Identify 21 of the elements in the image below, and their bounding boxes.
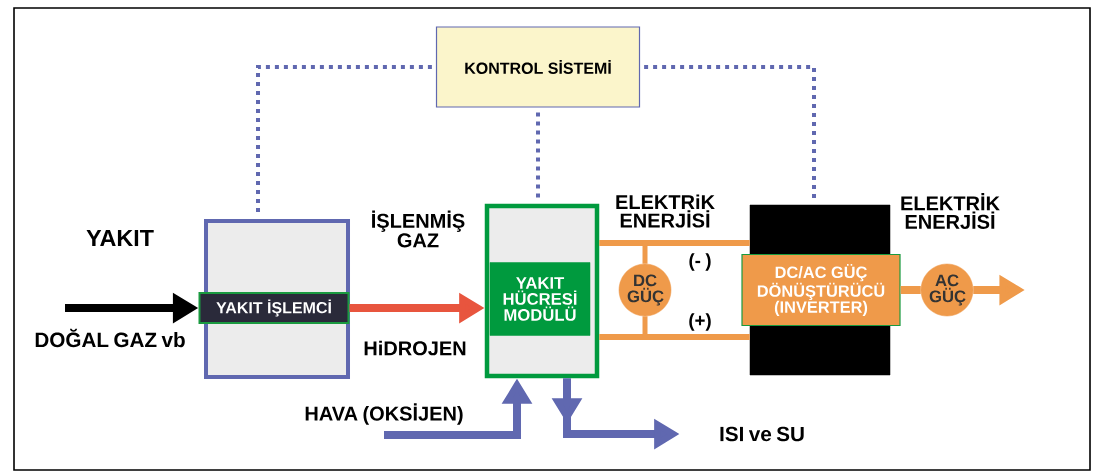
flow-label: (+) bbox=[689, 313, 711, 331]
flow-label: YAKIT bbox=[86, 229, 154, 247]
connector-line bbox=[642, 243, 648, 264]
connector-line bbox=[642, 316, 648, 337]
flow-label: (- ) bbox=[689, 253, 711, 271]
flow-label: İŞLENMİŞ GAZ bbox=[372, 210, 465, 248]
flow-label: HiDROJEN bbox=[364, 340, 466, 356]
label-band: YAKIT İŞLEMCİ bbox=[198, 292, 350, 324]
dotted-line bbox=[644, 65, 816, 199]
flow-label: ELEKTRiK ENERJİSİ bbox=[616, 194, 715, 228]
label-band: YAKIT HÜCRESİ MODÜLÜ bbox=[489, 262, 591, 336]
dotted-line bbox=[256, 65, 432, 213]
dotted-line bbox=[536, 112, 540, 198]
flow-label: HAVA (OKSİJEN) bbox=[305, 403, 463, 425]
flow-label: ELEKTRİK ENERJİSİ bbox=[901, 193, 1000, 229]
flow-label: DOĞAL GAZ vb bbox=[35, 328, 185, 348]
connector-line bbox=[599, 240, 750, 246]
connector-line bbox=[599, 334, 750, 340]
flow-label: ISI ve SU bbox=[720, 426, 804, 442]
control-box: KONTROL SİSTEMİ bbox=[435, 26, 641, 108]
label-band: DC/AC GÜÇ DÖNÜŞTÜRÜCÜ (INVERTER) bbox=[741, 253, 901, 327]
